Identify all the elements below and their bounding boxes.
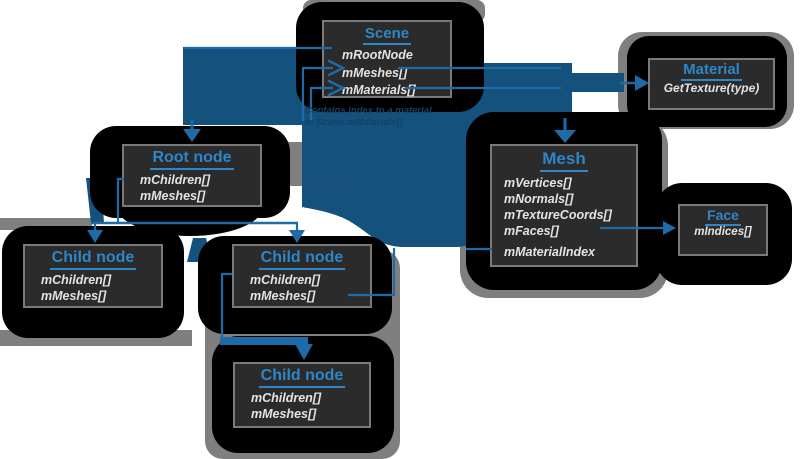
material-member-gettexture: GetTexture(type) <box>663 81 760 95</box>
child2-member-mchildren: mChildren[] <box>250 273 321 287</box>
left-gray-strip <box>0 218 92 230</box>
arrowhead-material-icon <box>635 75 649 91</box>
arrowhead-child2-icon <box>289 230 305 243</box>
mesh-member-mfaces: mFaces[] <box>504 224 559 238</box>
material-node: Material GetTexture(type) <box>648 58 775 110</box>
root-gray-shadow <box>284 142 306 186</box>
material-annotation: Contains index to a material in Scene.mM… <box>305 105 432 128</box>
child3-member-mmeshes: mMeshes[] <box>251 406 317 421</box>
blob-band-right <box>480 63 572 120</box>
blob-wedge-mid <box>187 238 212 262</box>
scene-node: Scene mRootNode mMeshes[] mMaterials[] <box>322 20 452 98</box>
child-node-bottom: Child node mChildren[] mMeshes[] <box>233 362 371 428</box>
root-node-title: Root node <box>124 149 260 170</box>
child-node-bottom-title: Child node <box>235 367 369 388</box>
child3-member-mchildren: mChildren[] <box>251 391 322 405</box>
child-node-middle-title: Child node <box>234 249 370 270</box>
scene-node-title: Scene <box>324 25 450 45</box>
mesh-node-title: Mesh <box>492 149 636 172</box>
edge-child2-mchildren <box>220 272 232 338</box>
blob-wedge-left <box>86 178 104 223</box>
scene-member-mrootnode: mRootNode <box>342 48 413 62</box>
arrowhead-child3-icon <box>295 344 313 360</box>
child-node-left-title: Child node <box>25 249 161 270</box>
arrowhead-child1-icon <box>87 230 103 243</box>
face-node-title: Face <box>680 207 766 226</box>
mesh-annotation-line3: Scene.mMeshes[] <box>304 185 385 196</box>
face-member-mindices: mIndices[] <box>694 226 752 238</box>
child1-member-mmeshes: mMeshes[] <box>41 288 107 303</box>
mesh-annotation: Contains indices to meshes in Scene.mMes… <box>304 162 384 197</box>
mesh-member-mtexturecoords: mTextureCoords[] <box>504 208 612 222</box>
mesh-node: Mesh mVertices[] mNormals[] mTextureCoor… <box>490 144 638 267</box>
arrowhead-mesh-icon <box>554 130 576 143</box>
material-annotation-line2: in Scene.mMaterials[] <box>305 116 403 128</box>
mesh-member-mnormals: mNormals[] <box>504 192 574 206</box>
root-member-mmeshes: mMeshes[] <box>140 188 206 203</box>
material-node-title: Material <box>650 61 773 81</box>
child2-member-mmeshes: mMeshes[] <box>250 288 316 303</box>
face-node: Face mIndices[] <box>678 204 768 256</box>
scene-member-mmaterials: mMaterials[] <box>342 83 416 97</box>
root-member-mchildren: mChildren[] <box>140 173 211 187</box>
child1-gray-shadow <box>0 330 192 346</box>
scene-gray-shadow <box>303 0 485 22</box>
child-node-left: Child node mChildren[] mMeshes[] <box>23 244 163 308</box>
mesh-member-mvertices: mVertices[] <box>504 176 572 190</box>
child-node-middle: Child node mChildren[] mMeshes[] <box>232 244 372 308</box>
scene-member-mmeshes: mMeshes[] <box>342 65 408 80</box>
thick-bar-child3 <box>220 337 308 345</box>
root-node: Root node mChildren[] mMeshes[] <box>122 144 262 207</box>
blob-material-bar <box>572 73 624 92</box>
mesh-member-mmaterialindex: mMaterialIndex <box>504 245 596 259</box>
arrowhead-face-icon <box>663 221 676 235</box>
child1-member-mchildren: mChildren[] <box>41 273 112 287</box>
arrowhead-root-icon <box>183 129 201 142</box>
mesh-annotation-line2: to meshes in <box>304 173 363 185</box>
material-annotation-line1: Contains index to a material <box>305 105 432 116</box>
mesh-annotation-line1: Contains indices <box>304 162 381 173</box>
